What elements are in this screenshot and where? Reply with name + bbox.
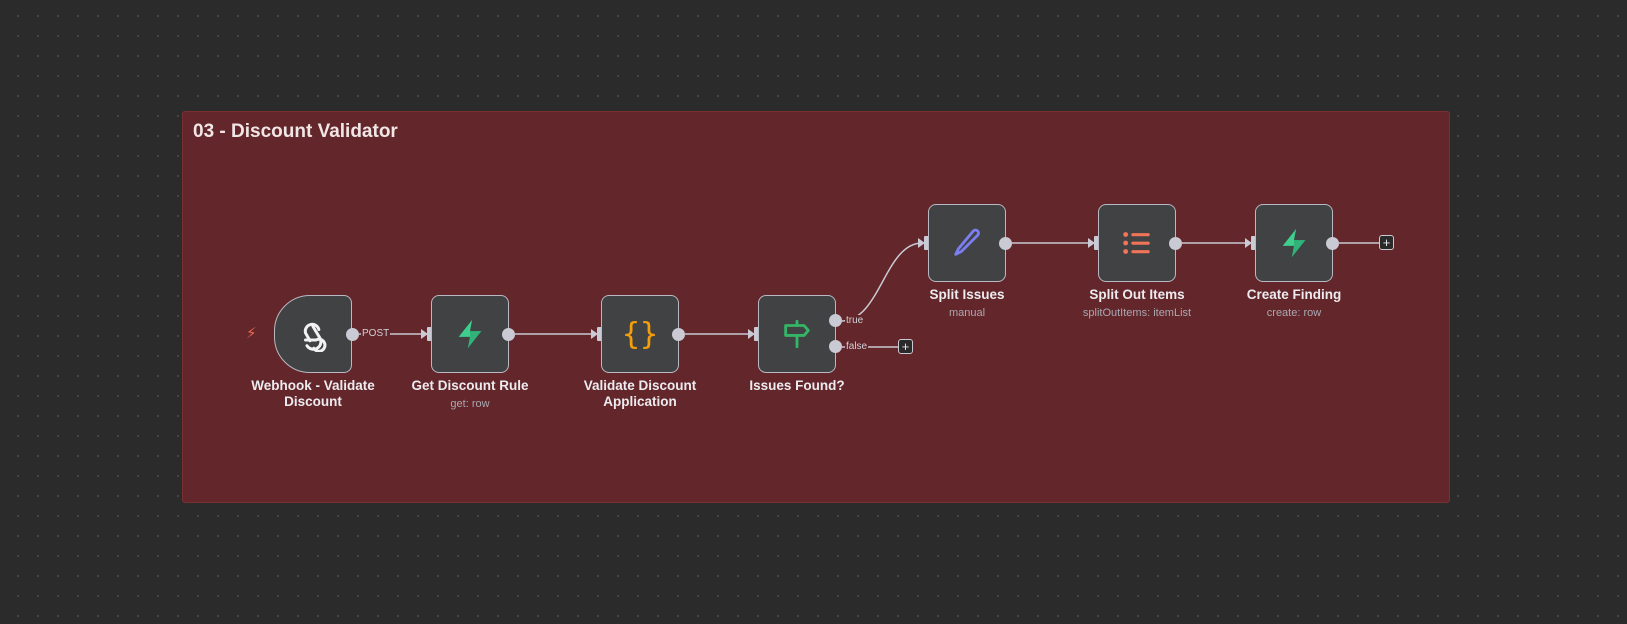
output-handle[interactable] bbox=[346, 328, 359, 341]
list-icon bbox=[1123, 232, 1150, 254]
node-issues-found[interactable] bbox=[758, 295, 836, 373]
node-webhook[interactable] bbox=[274, 295, 352, 373]
node-label: Split Out Items bbox=[1089, 287, 1185, 302]
node-subtitle: create: row bbox=[1266, 307, 1322, 319]
sticky-note-title: 03 - Discount Validator bbox=[193, 121, 398, 142]
node-split-issues[interactable] bbox=[928, 204, 1006, 282]
webhook-icon bbox=[303, 322, 327, 352]
pencil-icon bbox=[954, 228, 980, 256]
node-label: Split Issues bbox=[929, 287, 1005, 302]
node-label: Create Finding bbox=[1246, 287, 1342, 302]
signpost-icon bbox=[784, 319, 810, 349]
node-label: Webhook - Validate Discount bbox=[228, 378, 398, 410]
node-split-out-items[interactable] bbox=[1098, 204, 1176, 282]
output-handle-false[interactable] bbox=[829, 340, 842, 353]
node-label-line: Application bbox=[603, 394, 677, 409]
output-handle[interactable] bbox=[502, 328, 515, 341]
supabase-icon bbox=[458, 319, 482, 349]
input-handle[interactable] bbox=[1094, 236, 1101, 250]
edge-label-true: true bbox=[845, 315, 865, 326]
add-node-button[interactable]: + bbox=[898, 339, 913, 354]
node-validate-discount[interactable]: {} bbox=[601, 295, 679, 373]
output-handle[interactable] bbox=[1326, 237, 1339, 250]
code-braces-icon: {} bbox=[621, 316, 659, 352]
trigger-bolt-icon: ⚡ bbox=[246, 325, 257, 342]
node-label-line: Discount bbox=[284, 394, 342, 409]
supabase-icon bbox=[1282, 228, 1306, 258]
add-node-button[interactable]: + bbox=[1379, 235, 1394, 250]
node-subtitle: get: row bbox=[450, 398, 490, 410]
node-get-discount-rule[interactable] bbox=[431, 295, 509, 373]
node-label-line: Validate Discount bbox=[583, 378, 697, 393]
input-handle[interactable] bbox=[1251, 236, 1258, 250]
edge-label-post: POST bbox=[361, 328, 391, 339]
node-label: Validate Discount Application bbox=[555, 378, 725, 410]
input-handle[interactable] bbox=[427, 327, 434, 341]
input-handle[interactable] bbox=[597, 327, 604, 341]
edge-label-false: false bbox=[845, 341, 869, 352]
output-handle[interactable] bbox=[999, 237, 1012, 250]
output-handle-true[interactable] bbox=[829, 314, 842, 327]
node-create-finding[interactable] bbox=[1255, 204, 1333, 282]
output-handle[interactable] bbox=[1169, 237, 1182, 250]
output-handle[interactable] bbox=[672, 328, 685, 341]
node-subtitle: splitOutItems: itemList bbox=[1082, 307, 1192, 319]
node-label: Issues Found? bbox=[749, 378, 845, 393]
node-label: Get Discount Rule bbox=[411, 378, 529, 393]
input-handle[interactable] bbox=[754, 327, 761, 341]
node-subtitle: manual bbox=[948, 307, 986, 319]
node-label-line: Webhook - Validate bbox=[251, 378, 375, 393]
input-handle[interactable] bbox=[924, 236, 931, 250]
